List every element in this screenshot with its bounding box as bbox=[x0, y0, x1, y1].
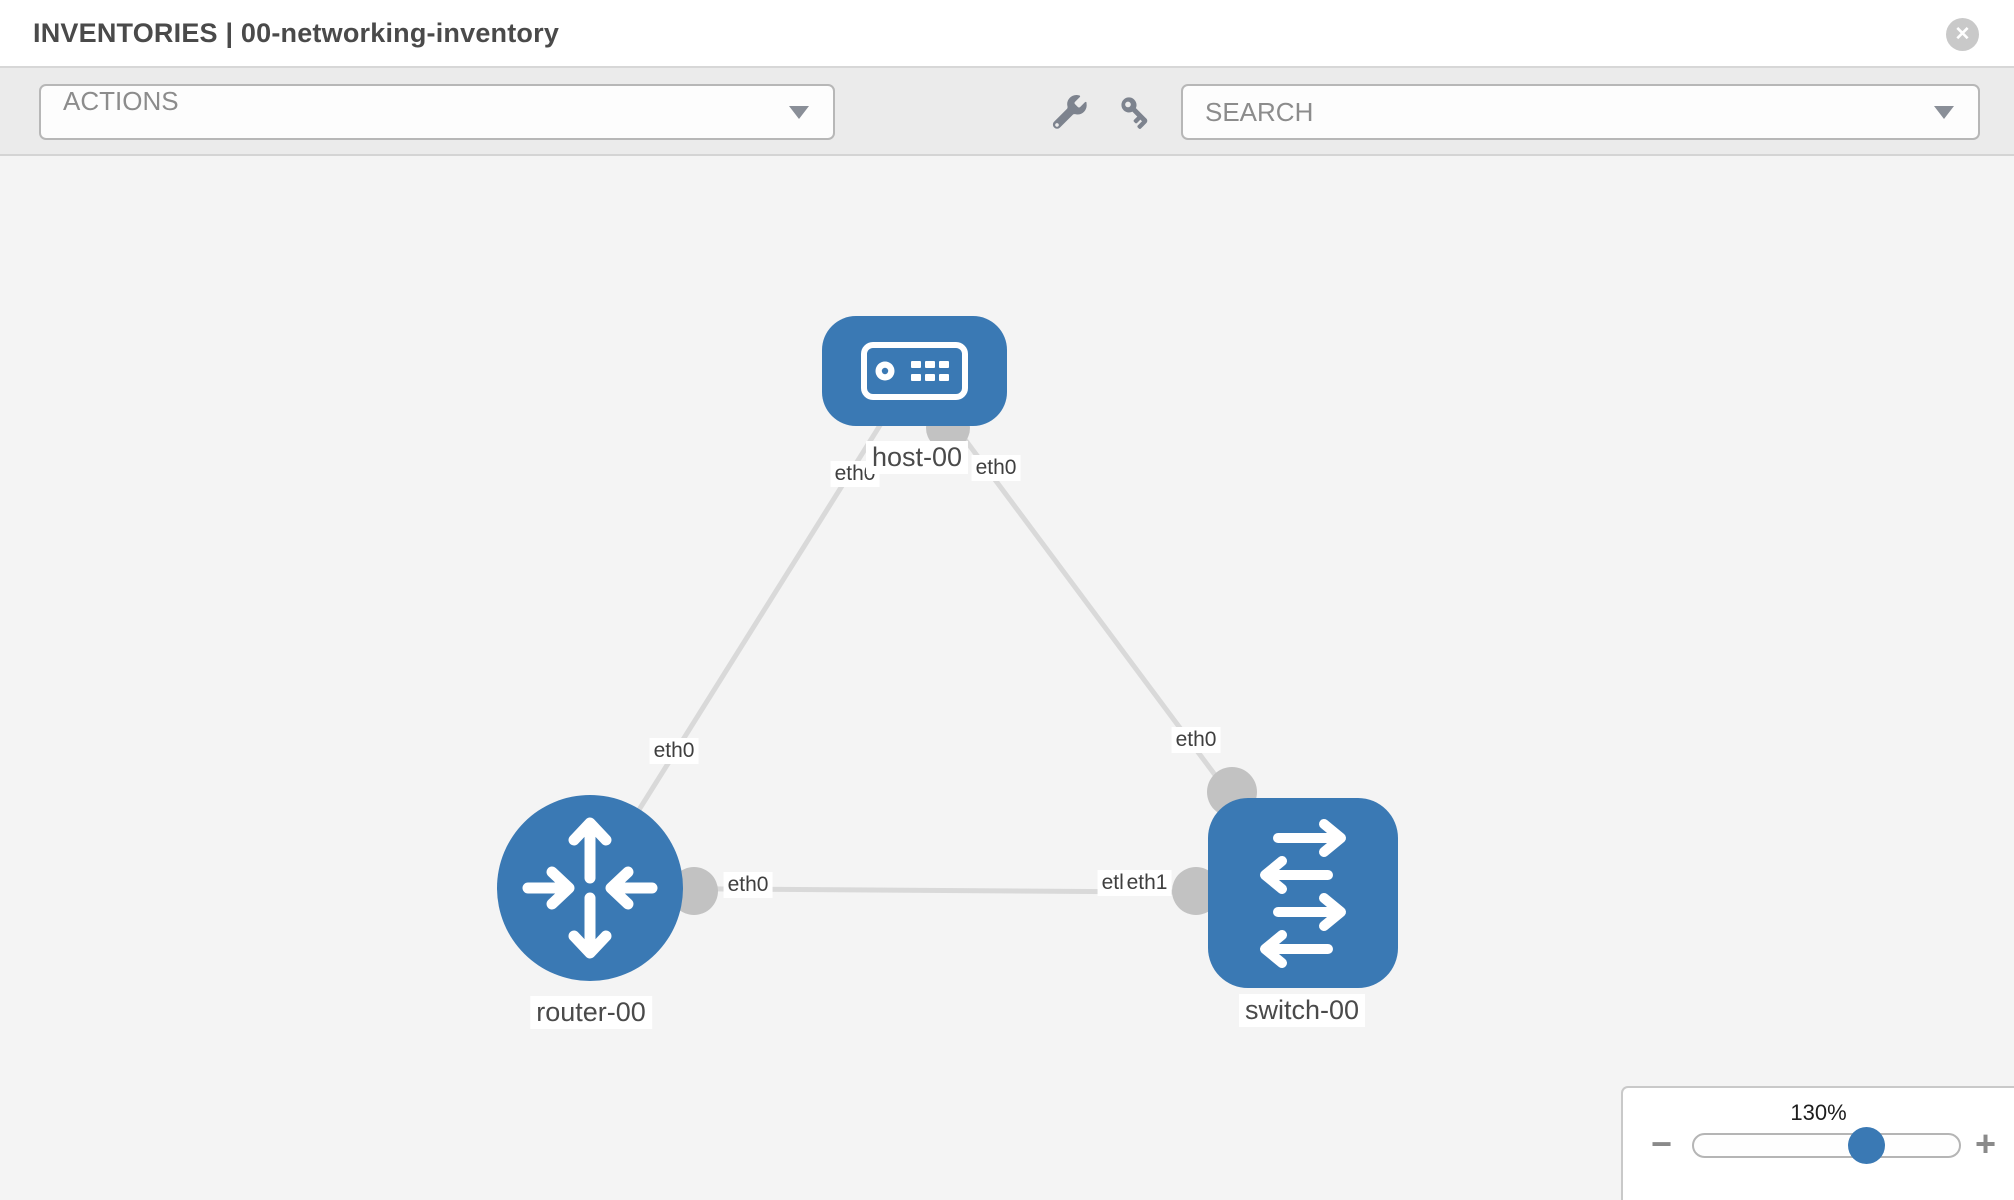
header-bar: INVENTORIES | 00-networking-inventory ✕ bbox=[0, 0, 2014, 68]
host-icon bbox=[861, 342, 968, 400]
search-input[interactable] bbox=[1205, 86, 1934, 138]
node-host-00[interactable] bbox=[822, 316, 1007, 426]
node-label-switch: switch-00 bbox=[1238, 994, 1366, 1027]
zoom-level-readout: 130% bbox=[1790, 1100, 1847, 1125]
zoom-slider-track[interactable] bbox=[1692, 1133, 1961, 1158]
close-icon[interactable]: ✕ bbox=[1946, 18, 1979, 51]
interface-label: eth0 bbox=[830, 461, 880, 487]
interface-label: eth0 bbox=[971, 455, 1021, 481]
zoom-control-panel: 130% − + bbox=[1621, 1086, 2014, 1200]
node-label-router: router-00 bbox=[530, 996, 652, 1029]
switch-icon bbox=[1260, 819, 1346, 968]
interface-label: eth0 bbox=[723, 872, 773, 898]
topology-canvas[interactable]: eth0 eth0 eth0 eth0 eth0 eth1 eth1 host-… bbox=[0, 156, 2014, 1200]
link-host-router[interactable] bbox=[587, 369, 917, 890]
zoom-in-button[interactable]: + bbox=[1975, 1123, 1997, 1164]
node-switch-00[interactable] bbox=[1208, 798, 1398, 988]
search-dropdown[interactable] bbox=[1181, 84, 1980, 140]
page-title: INVENTORIES | 00-networking-inventory bbox=[33, 18, 560, 48]
credentials-key-button[interactable] bbox=[1116, 92, 1156, 132]
wrench-icon bbox=[1052, 95, 1087, 129]
key-icon bbox=[1121, 97, 1148, 130]
chevron-down-icon bbox=[1934, 105, 1954, 119]
interface-label: eth1 bbox=[1122, 870, 1172, 896]
topology-graph bbox=[497, 316, 1398, 988]
toolbar: ACTIONS bbox=[0, 68, 2014, 156]
zoom-out-button[interactable]: − bbox=[1651, 1123, 1673, 1164]
configure-wrench-button[interactable] bbox=[1050, 92, 1090, 132]
router-icon bbox=[522, 817, 658, 959]
node-router-00[interactable] bbox=[497, 795, 683, 981]
interface-label: eth0 bbox=[1171, 727, 1221, 753]
actions-dropdown-label: ACTIONS bbox=[63, 86, 179, 116]
node-label-host: host-00 bbox=[865, 441, 969, 474]
interface-label: eth0 bbox=[649, 738, 699, 764]
actions-dropdown[interactable]: ACTIONS bbox=[39, 84, 835, 140]
zoom-slider-thumb[interactable] bbox=[1848, 1127, 1885, 1164]
chevron-down-icon bbox=[789, 105, 809, 119]
